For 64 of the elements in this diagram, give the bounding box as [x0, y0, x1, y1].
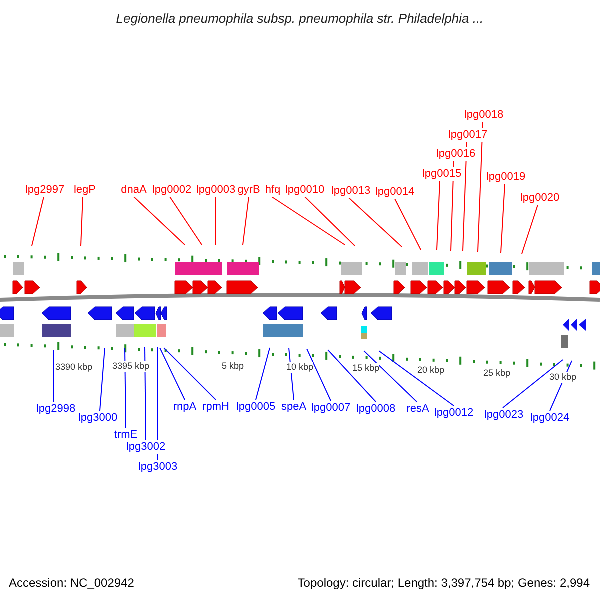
leader-line [306, 348, 332, 402]
leader-line [242, 196, 250, 246]
leader-line [478, 122, 484, 252]
diagram-title: Legionella pneumophila subsp. pneumophila str. Philadelphia ... [115, 10, 485, 28]
gene-label: lpg0013 [330, 184, 372, 198]
gene-label: lpg0024 [529, 411, 571, 425]
gene-label: gyrB [236, 183, 262, 197]
scale-label: 3395 kbp [112, 361, 150, 372]
gene-label: lpg0002 [151, 183, 193, 197]
leader-line [256, 348, 270, 400]
leader-line [32, 196, 44, 246]
gene-label: lpg0023 [483, 408, 525, 422]
gene-label: lpg0016 [435, 147, 477, 161]
gene-label: lpg0007 [310, 401, 352, 415]
leader-line [100, 348, 106, 412]
gene-label: rpmH [202, 400, 230, 414]
gene-label: lpg0012 [433, 406, 475, 420]
leader-line [394, 198, 422, 250]
gene-label: hfq [264, 183, 282, 197]
scale-label: 25 kbp [483, 368, 511, 379]
leader-line [378, 350, 454, 406]
gene-label: lpg0019 [485, 170, 527, 184]
leader-line [272, 196, 346, 246]
leader-line [522, 204, 538, 254]
leader-line [462, 142, 468, 252]
leader-line [144, 346, 146, 440]
gene-label: lpg0020 [519, 191, 561, 205]
scale-label: 15 kbp [352, 363, 380, 374]
gene-label: lpg2997 [24, 183, 66, 197]
scale-label: 30 kbp [549, 372, 577, 383]
leader-line [80, 196, 84, 246]
scale-label: 10 kbp [286, 362, 314, 373]
leader-line [164, 348, 216, 400]
gene-label: lpg2998 [35, 402, 77, 416]
leader-line [502, 360, 564, 408]
gene-label: lpg0003 [195, 183, 237, 197]
leader-line [436, 180, 440, 250]
gene-label: rnpA [172, 400, 198, 414]
gene-label: lpg0010 [284, 183, 326, 197]
scale-label: 3390 kbp [55, 362, 93, 373]
gene-label: speA [280, 400, 308, 414]
leader-line [348, 198, 402, 248]
gene-label: lpg0017 [447, 128, 489, 142]
gene-label: lpg3003 [137, 460, 179, 474]
accession-text: Accession: NC_002942 [9, 575, 134, 592]
leader-line [328, 350, 376, 402]
leader-line [500, 184, 506, 254]
gene-label: lpg3002 [125, 440, 167, 454]
leader-line [170, 196, 202, 246]
leader-line [364, 350, 418, 402]
scale-label: 5 kbp [222, 361, 244, 372]
genome-info-text: Topology: circular; Length: 3,397,754 bp; Genes: 2,994 [298, 575, 590, 592]
gene-label: lpg0014 [374, 185, 416, 199]
leader-line [160, 348, 186, 400]
leader-line [304, 196, 356, 246]
gene-label: dnaA [120, 183, 148, 197]
gene-label: lpg0008 [355, 402, 397, 416]
gene-label: lpg0015 [421, 167, 463, 181]
leader-line [134, 196, 186, 246]
gene-label: legP [72, 183, 98, 197]
gene-label: lpg3000 [77, 411, 119, 425]
gene-label: lpg0005 [235, 400, 277, 414]
scale-label: 20 kbp [417, 365, 445, 376]
gene-label: lpg0018 [463, 108, 505, 122]
